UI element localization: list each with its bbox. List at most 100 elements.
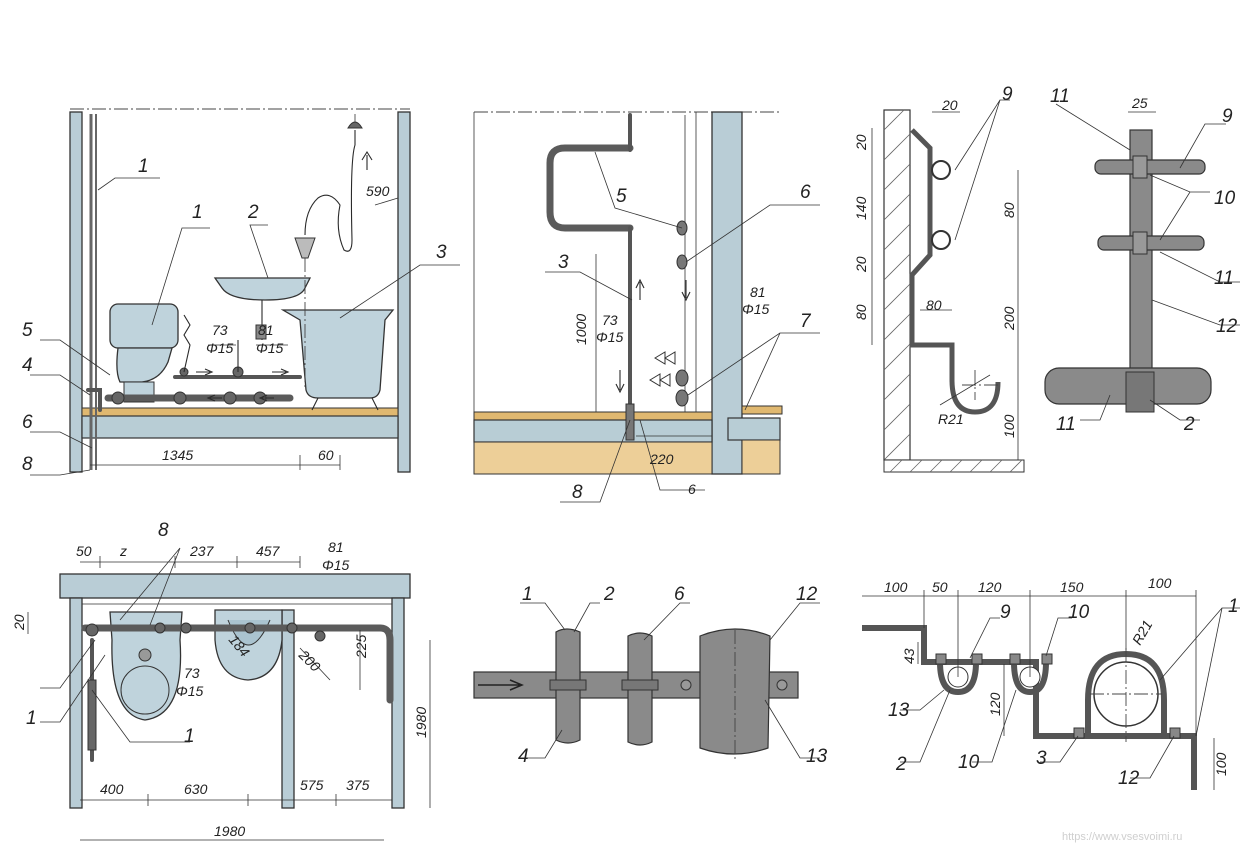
dim-phi15-b: Φ15 [742, 301, 770, 317]
dim-80-horizontal: 80 [926, 297, 942, 313]
dim-140: 140 [853, 196, 869, 220]
label-12: 12 [1216, 316, 1238, 337]
dim-50: 50 [932, 579, 948, 595]
dim-575: 575 [300, 777, 324, 793]
dim-1345: 1345 [162, 447, 193, 463]
plan-top-wall [59, 573, 411, 599]
dim-phi15-b: Φ15 [256, 340, 284, 356]
label-13: 13 [806, 746, 828, 767]
dim-375: 375 [346, 777, 370, 793]
dim-81: 81 [750, 284, 766, 300]
dim-100-vertical: 100 [1213, 752, 1229, 776]
panel-bracket-side-view: 20 20 140 20 80 80 R21 80 200 100 9 [853, 84, 1025, 473]
pipe-middle [1097, 235, 1205, 251]
label-6: 6 [22, 412, 33, 433]
label-10: 10 [1214, 188, 1236, 209]
dim-43: 43 [901, 648, 917, 664]
label-9: 9 [1002, 84, 1013, 105]
plan-left-wall [69, 597, 83, 809]
dim-1000: 1000 [573, 314, 589, 345]
panel-bracket-detail: 100 50 120 150 100 9 10 1 43 R21 13 120 … [862, 575, 1240, 790]
dim-1980-horizontal: 1980 [214, 823, 245, 839]
dim-220: 220 [649, 451, 674, 467]
dim-phi15-b: Φ15 [176, 683, 204, 699]
dim-20-a: 20 [853, 134, 869, 151]
label-4: 4 [22, 355, 33, 376]
dim-73: 73 [212, 322, 228, 338]
dim-200: 200 [295, 646, 324, 675]
dim-120: 120 [978, 579, 1002, 595]
label-1-left: 1 [26, 708, 37, 729]
pipe-upper [1094, 159, 1206, 175]
panel-bracket-pipes: 1 2 6 12 4 13 [473, 584, 828, 767]
dim-150: 150 [1060, 579, 1084, 595]
label-4: 4 [518, 746, 529, 767]
dim-630: 630 [184, 781, 208, 797]
sink [213, 277, 312, 301]
label-3: 3 [1036, 748, 1047, 769]
dim-73: 73 [184, 665, 200, 681]
dim-200: 200 [1001, 306, 1017, 331]
dim-60: 60 [318, 447, 334, 463]
toilet-tank [109, 303, 179, 349]
label-12: 12 [1118, 768, 1140, 789]
label-1-bottom: 1 [184, 726, 195, 747]
dim-phi15-a: Φ15 [596, 329, 624, 345]
label-8: 8 [158, 520, 169, 541]
duct-wall [711, 111, 743, 475]
label-3: 3 [558, 252, 569, 273]
dim-50: 50 [76, 543, 92, 559]
label-9: 9 [1000, 602, 1011, 623]
dim-80-vertical: 80 [1001, 202, 1017, 218]
label-5: 5 [616, 186, 627, 207]
label-8: 8 [572, 482, 583, 503]
label-2: 2 [603, 584, 615, 605]
watermark: https://www.vsesvoimi.ru [1062, 831, 1182, 843]
label-1-tank: 1 [192, 202, 203, 223]
label-11-top: 11 [1050, 86, 1070, 107]
label-12: 12 [796, 584, 818, 605]
label-9: 9 [1222, 106, 1233, 127]
dim-phi15-a: Φ15 [322, 557, 350, 573]
label-10-bottom: 10 [958, 752, 980, 773]
label-2: 2 [1183, 414, 1195, 435]
bathtub [280, 309, 395, 399]
panel-bracket-front-view: 11 25 9 10 11 12 11 2 [1044, 86, 1240, 435]
right-wall [397, 111, 411, 473]
panel-riser-section: 5 6 3 7 8 6 1000 73 Φ15 81 Φ15 220 [473, 111, 820, 503]
label-1-riser: 1 [138, 156, 149, 177]
dim-400: 400 [100, 781, 124, 797]
label-5: 5 [22, 320, 33, 341]
dim-100-b: 100 [1148, 575, 1172, 591]
dim-R21: R21 [1129, 617, 1156, 647]
label-7: 7 [800, 311, 812, 332]
label-3-bathtub: 3 [436, 242, 447, 263]
toilet-bowl [116, 347, 173, 383]
label-8: 8 [22, 454, 33, 475]
panel-bathroom-section: 1 1 2 3 5 4 6 8 590 73 Φ15 81 Φ15 1345 6… [22, 108, 460, 476]
dim-20-b: 20 [853, 256, 869, 273]
dim-100-a: 100 [884, 579, 908, 595]
label-1: 1 [1228, 596, 1239, 617]
label-10-top: 10 [1068, 602, 1090, 623]
dim-1980-vertical: 1980 [413, 707, 429, 738]
dim-20-top: 20 [941, 97, 958, 113]
plan-partition [281, 609, 295, 809]
dim-590: 590 [366, 183, 390, 199]
label-2: 2 [895, 754, 907, 775]
towel-rail [546, 144, 634, 232]
label-11-bottom: 11 [1056, 414, 1076, 435]
label-2-funnel: 2 [247, 202, 259, 223]
dim-25: 25 [1131, 95, 1148, 111]
label-6-top: 6 [800, 182, 811, 203]
label-1: 1 [522, 584, 533, 605]
dim-81: 81 [328, 539, 344, 555]
dim-100: 100 [1001, 414, 1017, 438]
dim-457: 457 [256, 543, 281, 559]
dim-225: 225 [353, 634, 369, 659]
floor-slab [81, 415, 399, 439]
dim-phi15-a: Φ15 [206, 340, 234, 356]
dim-R21: R21 [938, 411, 964, 427]
left-wall [69, 111, 83, 473]
